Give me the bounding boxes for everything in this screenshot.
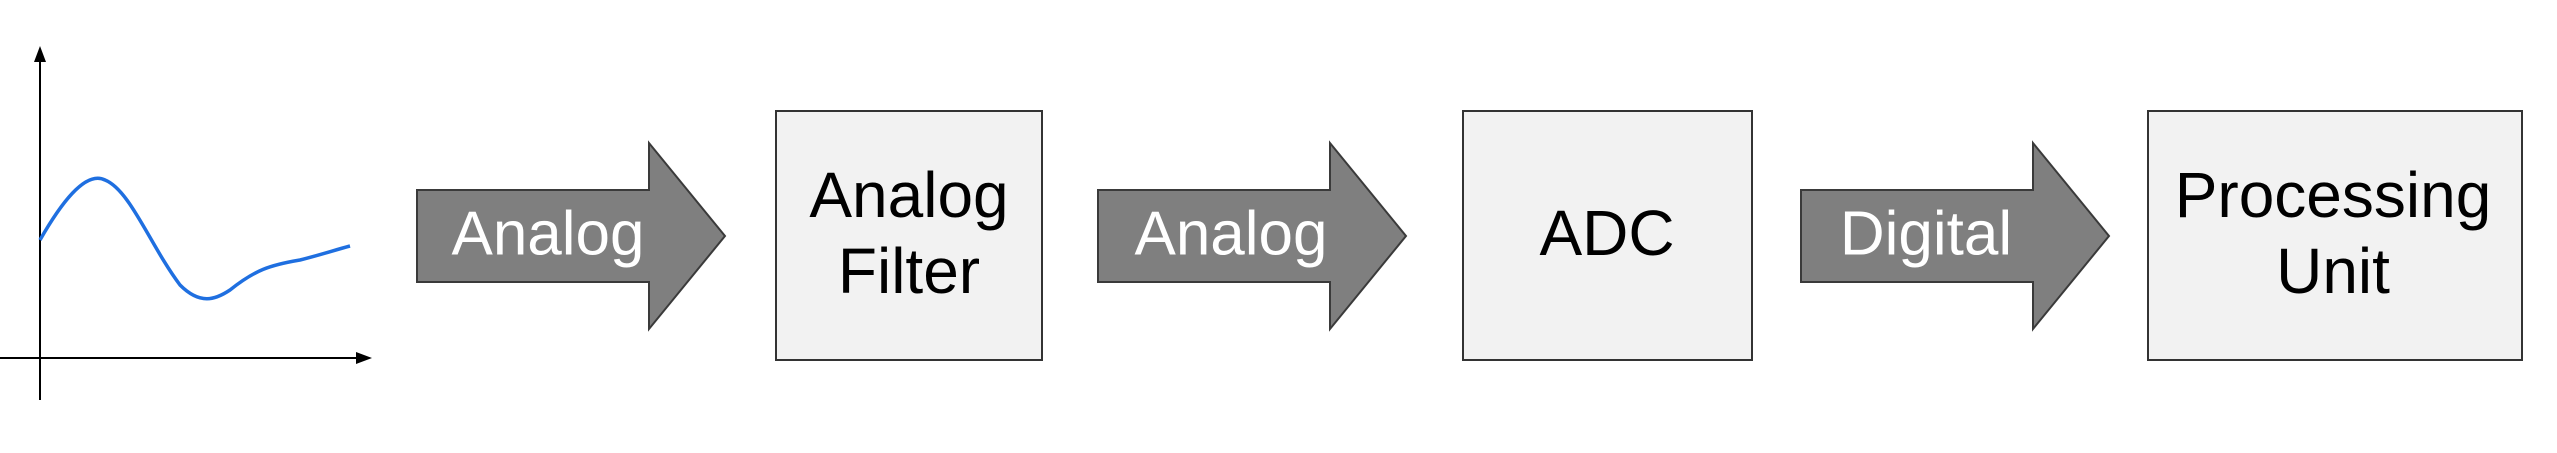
arrow-shape: [416, 140, 727, 332]
y-axis-arrowhead: [34, 46, 46, 62]
box-label-line-2: Filter: [838, 235, 980, 307]
arrow-digital: Digital: [1800, 140, 2111, 332]
arrow-analog-1: Analog: [416, 140, 727, 332]
box-rect: [2147, 110, 2523, 361]
arrow-label: Analog: [451, 199, 644, 268]
analog-filter-box: Analog Filter: [775, 110, 1043, 361]
adc-box: ADC: [1462, 110, 1753, 361]
arrow-shape: [1097, 140, 1408, 332]
box-label-line-2: Unit: [2276, 235, 2390, 307]
box-rect: [775, 110, 1043, 361]
arrow-analog-2: Analog: [1097, 140, 1408, 332]
processing-unit-box: Processing Unit: [2147, 110, 2523, 361]
arrow-label: Analog: [1134, 199, 1327, 268]
arrow-label: Digital: [1840, 199, 2012, 268]
box-label-line-1: Analog: [809, 159, 1008, 231]
analog-waveform: [38, 176, 351, 301]
box-label-line-1: ADC: [1539, 197, 1674, 269]
arrow-shape: [1800, 140, 2111, 332]
analog-signal-plot: [0, 46, 372, 400]
x-axis-arrowhead: [356, 352, 372, 364]
box-label-line-1: Processing: [2175, 159, 2492, 231]
box-rect: [1462, 110, 1753, 361]
